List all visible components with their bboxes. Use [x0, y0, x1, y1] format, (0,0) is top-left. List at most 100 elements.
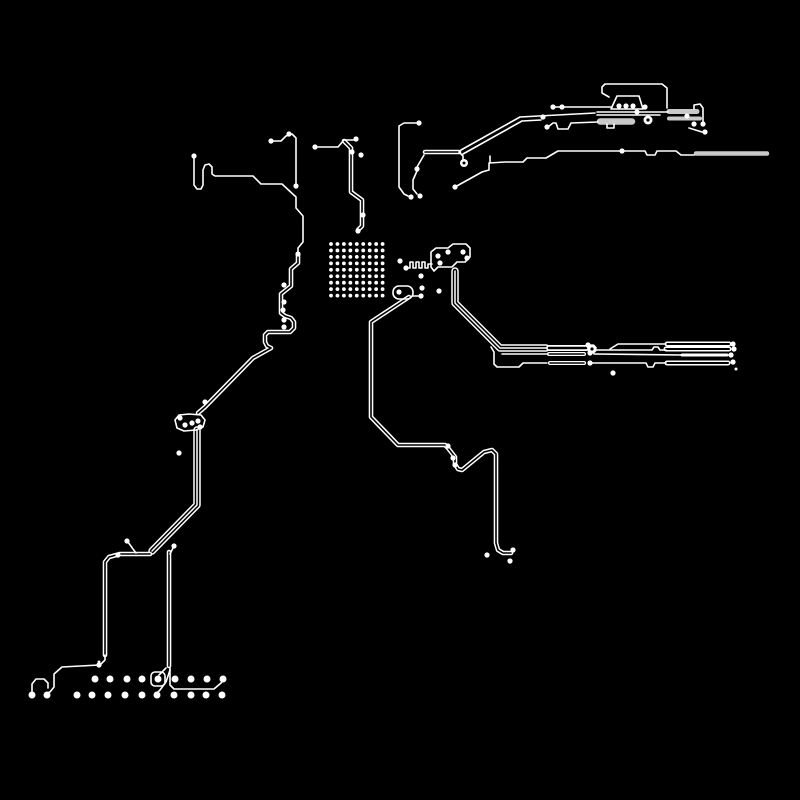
via-dot: [450, 455, 456, 461]
bga-pad-dot: [335, 274, 340, 279]
bga-pad-dot: [335, 242, 340, 246]
bga-pad-dot: [342, 248, 346, 253]
via-dot: [295, 251, 301, 257]
bga-pad-dot: [342, 274, 346, 279]
via-dot: [171, 543, 177, 549]
via-dot: [312, 144, 318, 150]
via-dot: [358, 152, 364, 158]
rounded-outline: [150, 671, 166, 687]
via-dot: [460, 249, 466, 255]
through-hole-pad: [28, 691, 36, 699]
via-dot: [96, 662, 102, 668]
pad-hole: [462, 161, 466, 165]
bga-pad-dot: [361, 293, 366, 298]
bga-pad-dot: [329, 267, 333, 272]
bga-pad-dot: [348, 274, 353, 279]
trace: [693, 103, 704, 123]
bga-pad-dot: [354, 261, 359, 266]
via-dot: [293, 183, 299, 189]
bga-pad-dot: [380, 248, 385, 253]
via-dot: [702, 129, 708, 135]
bga-pad-dot: [335, 248, 340, 253]
bga-pad-dot: [374, 267, 379, 272]
trace: [460, 112, 596, 151]
via-dot: [418, 273, 424, 279]
bga-pad-dot: [374, 274, 379, 279]
via-dot: [353, 136, 359, 142]
via-dot: [281, 324, 287, 330]
bga-pad-dot: [348, 280, 353, 285]
bga-pad-dot: [329, 287, 333, 292]
bga-pad-dot: [361, 274, 366, 279]
via-dot: [587, 360, 593, 366]
via-dot: [268, 138, 274, 144]
via-dot: [642, 104, 648, 110]
via-dot: [396, 289, 402, 295]
bga-pad-dot: [374, 280, 379, 285]
bga-pad-dot: [348, 261, 353, 266]
via-dot: [452, 462, 458, 468]
via-dot: [610, 370, 616, 376]
via-dot: [418, 293, 424, 299]
via-dot: [177, 415, 183, 421]
through-hole-pad: [91, 675, 99, 683]
trace: [490, 346, 548, 368]
bga-pad-dot: [329, 255, 333, 259]
via-dot: [634, 109, 640, 115]
via-dot: [176, 450, 182, 456]
through-hole-pad: [153, 691, 161, 699]
bga-pad-dot: [342, 242, 346, 246]
via-dot: [544, 124, 550, 130]
bga-pad-dot: [335, 280, 340, 285]
bga-pad-dot: [374, 293, 379, 298]
bga-pad-dot: [367, 248, 372, 253]
via-dot: [408, 194, 414, 200]
bga-pad-dot: [348, 293, 353, 298]
bga-pad-dot: [354, 280, 359, 285]
bga-pad-dot: [380, 287, 385, 292]
through-hole-pad: [73, 691, 81, 699]
via-dot: [436, 288, 442, 294]
bga-pad-dot: [329, 280, 333, 285]
bga-pad-dot: [329, 293, 333, 298]
via-dot: [281, 282, 287, 288]
bga-pad-dot: [374, 248, 379, 253]
via-dot: [417, 193, 423, 199]
through-hole-pad: [203, 675, 211, 683]
pad-cluster-outline: [430, 243, 471, 272]
via-dot: [445, 443, 451, 449]
bga-pad-dot: [380, 280, 385, 285]
via-dot: [540, 114, 546, 120]
bga-pad-dot: [361, 248, 366, 253]
trace: [314, 139, 355, 148]
via-dot: [728, 352, 734, 358]
trace-bundle-3-gap: [452, 268, 549, 351]
bga-pad-dot: [354, 242, 359, 246]
via-dot: [550, 104, 556, 110]
trace: [46, 664, 100, 694]
bga-pad-dot: [329, 274, 333, 279]
via-dot: [587, 350, 593, 356]
trace: [412, 170, 418, 195]
pad-hole: [646, 118, 650, 122]
via-dot: [730, 359, 736, 365]
bga-pad-dot: [367, 280, 372, 285]
trace: [193, 156, 304, 253]
bga-pad-dot: [361, 287, 366, 292]
bga-pad-dot: [361, 255, 366, 259]
bga-pad-dot: [374, 255, 379, 259]
bga-pad-dot: [348, 255, 353, 259]
trace-pair-gap: [197, 254, 299, 414]
bga-pad-dot: [380, 274, 385, 279]
trace: [596, 346, 667, 351]
bga-pad-dot: [380, 242, 385, 246]
small-via-dot: [734, 367, 738, 371]
trace: [593, 353, 683, 356]
bga-pad-dot: [367, 287, 372, 292]
trace: [462, 119, 542, 155]
bga-pad-dot: [348, 267, 353, 272]
rounded-outline: [392, 285, 414, 300]
via-dot: [280, 307, 286, 313]
pad-cluster-outline: [610, 95, 644, 110]
